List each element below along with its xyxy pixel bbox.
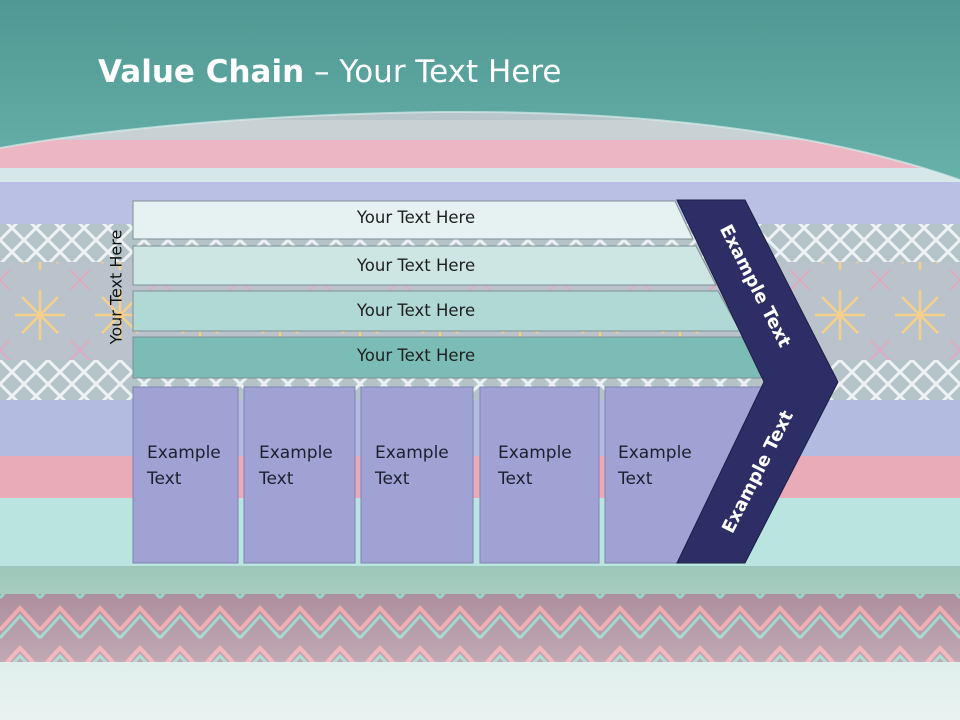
primary-box-4 [479, 386, 600, 564]
primary-box-3 [360, 386, 474, 564]
primary-box-5-line2: Text [618, 469, 653, 489]
primary-box-5-line1: Example [618, 443, 692, 463]
support-band-3-label: Your Text Here [356, 301, 476, 320]
title-rest: – Your Text Here [304, 54, 562, 90]
support-side-label: Your Text Here [106, 229, 126, 345]
primary-box-4-line1: Example [498, 443, 572, 463]
support-band-2-label: Your Text Here [356, 256, 476, 275]
primary-box-1 [132, 386, 239, 564]
margin-chevron [676, 199, 839, 564]
primary-box-1-line2: Text [147, 469, 182, 489]
primary-box-4-line2: Text [498, 469, 533, 489]
slide-title: Value Chain – Your Text Here [98, 54, 561, 90]
primary-box-2 [243, 386, 356, 564]
support-band-1-label: Your Text Here [356, 208, 476, 227]
support-band-2 [132, 245, 717, 286]
primary-box-1-line1: Example [147, 443, 221, 463]
primary-box-2-line2: Text [259, 469, 294, 489]
primary-box-3-line1: Example [375, 443, 449, 463]
support-band-4-label: Your Text Here [356, 346, 476, 365]
primary-box-3-line2: Text [375, 469, 410, 489]
title-bold: Value Chain [98, 54, 305, 90]
support-band-1 [132, 200, 694, 240]
primary-box-2-line1: Example [259, 443, 333, 463]
